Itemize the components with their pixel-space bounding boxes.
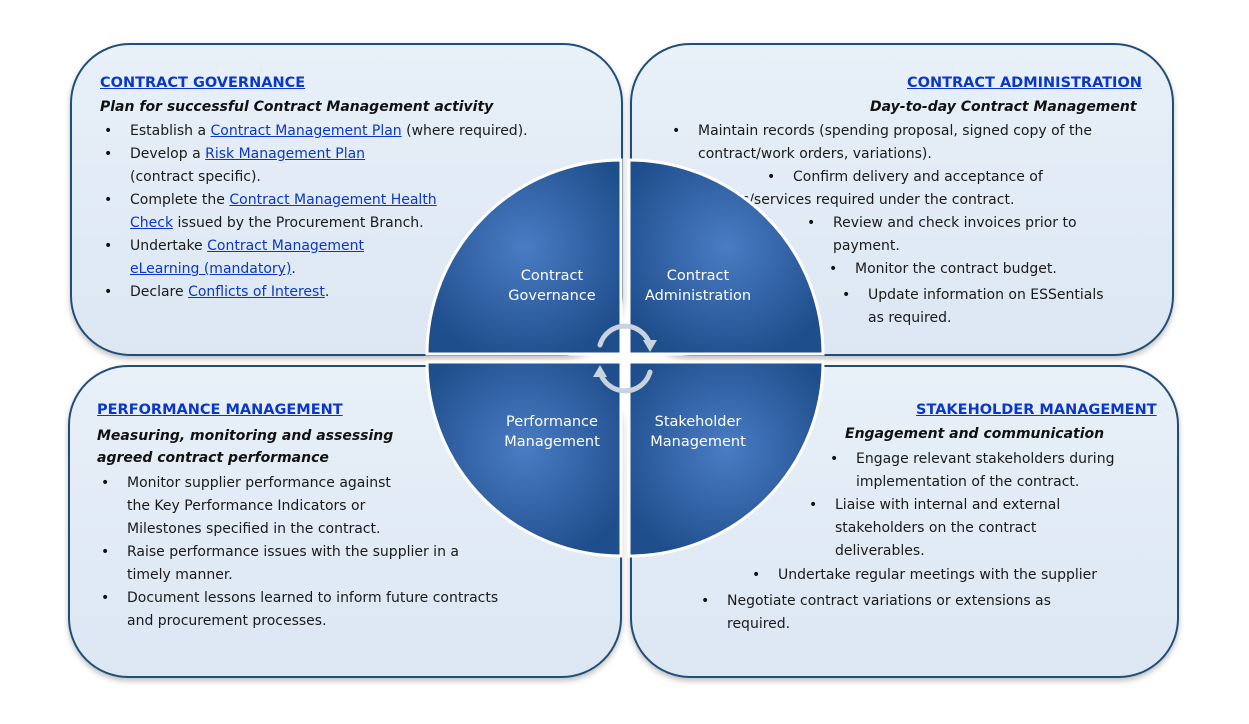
contract-governance-subtitle: Plan for successful Contract Management … xyxy=(100,99,494,115)
list-item: Monitor supplier performance against the… xyxy=(97,472,498,541)
elearning-link[interactable]: Contract Management xyxy=(207,238,365,254)
list-item: Maintain records (spending proposal, sig… xyxy=(668,120,1092,166)
contract-governance-heading[interactable]: CONTRACT GOVERNANCE xyxy=(100,75,306,91)
list-item: Engage relevant stakeholders during impl… xyxy=(826,448,1114,494)
list-item: Develop a Risk Management Plan (contract… xyxy=(100,143,528,189)
list-item: Monitor the contract budget. xyxy=(825,258,1057,281)
list-item: Undertake Contract Management eLearning … xyxy=(100,235,528,281)
performance-management-subtitle-2: agreed contract performance xyxy=(97,450,329,466)
contract-administration-subtitle: Day-to-day Contract Management xyxy=(870,99,1137,115)
performance-management-heading[interactable]: PERFORMANCE MANAGEMENT xyxy=(97,402,343,418)
risk-management-plan-link[interactable]: Risk Management Plan xyxy=(205,146,366,162)
list-item: Liaise with internal and external stakeh… xyxy=(805,494,1060,563)
performance-management-subtitle-1: Measuring, monitoring and assessing xyxy=(97,428,394,444)
conflicts-of-interest-link[interactable]: Conflicts of Interest xyxy=(188,284,325,300)
list-item: Undertake regular meetings with the supp… xyxy=(748,564,1097,587)
stakeholder-management-heading[interactable]: STAKEHOLDER MANAGEMENT xyxy=(916,402,1157,418)
list-item: Negotiate contract variations or extensi… xyxy=(697,590,1051,636)
list-item: Complete the Contract Management Health … xyxy=(100,189,528,235)
contract-administration-heading[interactable]: CONTRACT ADMINISTRATION xyxy=(907,75,1142,91)
contract-governance-list: Establish a Contract Management Plan (wh… xyxy=(100,120,528,304)
health-check-link-cont[interactable]: Check xyxy=(130,215,174,231)
list-item: Update information on ESSentials as requ… xyxy=(838,284,1104,330)
health-check-link[interactable]: Contract Management Health xyxy=(229,192,437,208)
list-item: Declare Conflicts of Interest. xyxy=(100,281,528,304)
list-item: Confirm delivery and acceptance of goods… xyxy=(707,166,1043,212)
list-item: Document lessons learned to inform futur… xyxy=(97,587,498,633)
list-item: Establish a Contract Management Plan (wh… xyxy=(100,120,528,143)
contract-management-plan-link[interactable]: Contract Management Plan xyxy=(210,123,402,139)
elearning-link-cont[interactable]: eLearning (mandatory) xyxy=(130,261,292,277)
list-item: Review and check invoices prior to payme… xyxy=(803,212,1077,258)
stakeholder-management-subtitle: Engagement and communication xyxy=(845,426,1105,442)
list-item: Raise performance issues with the suppli… xyxy=(97,541,498,587)
performance-management-list: Monitor supplier performance against the… xyxy=(97,472,498,633)
